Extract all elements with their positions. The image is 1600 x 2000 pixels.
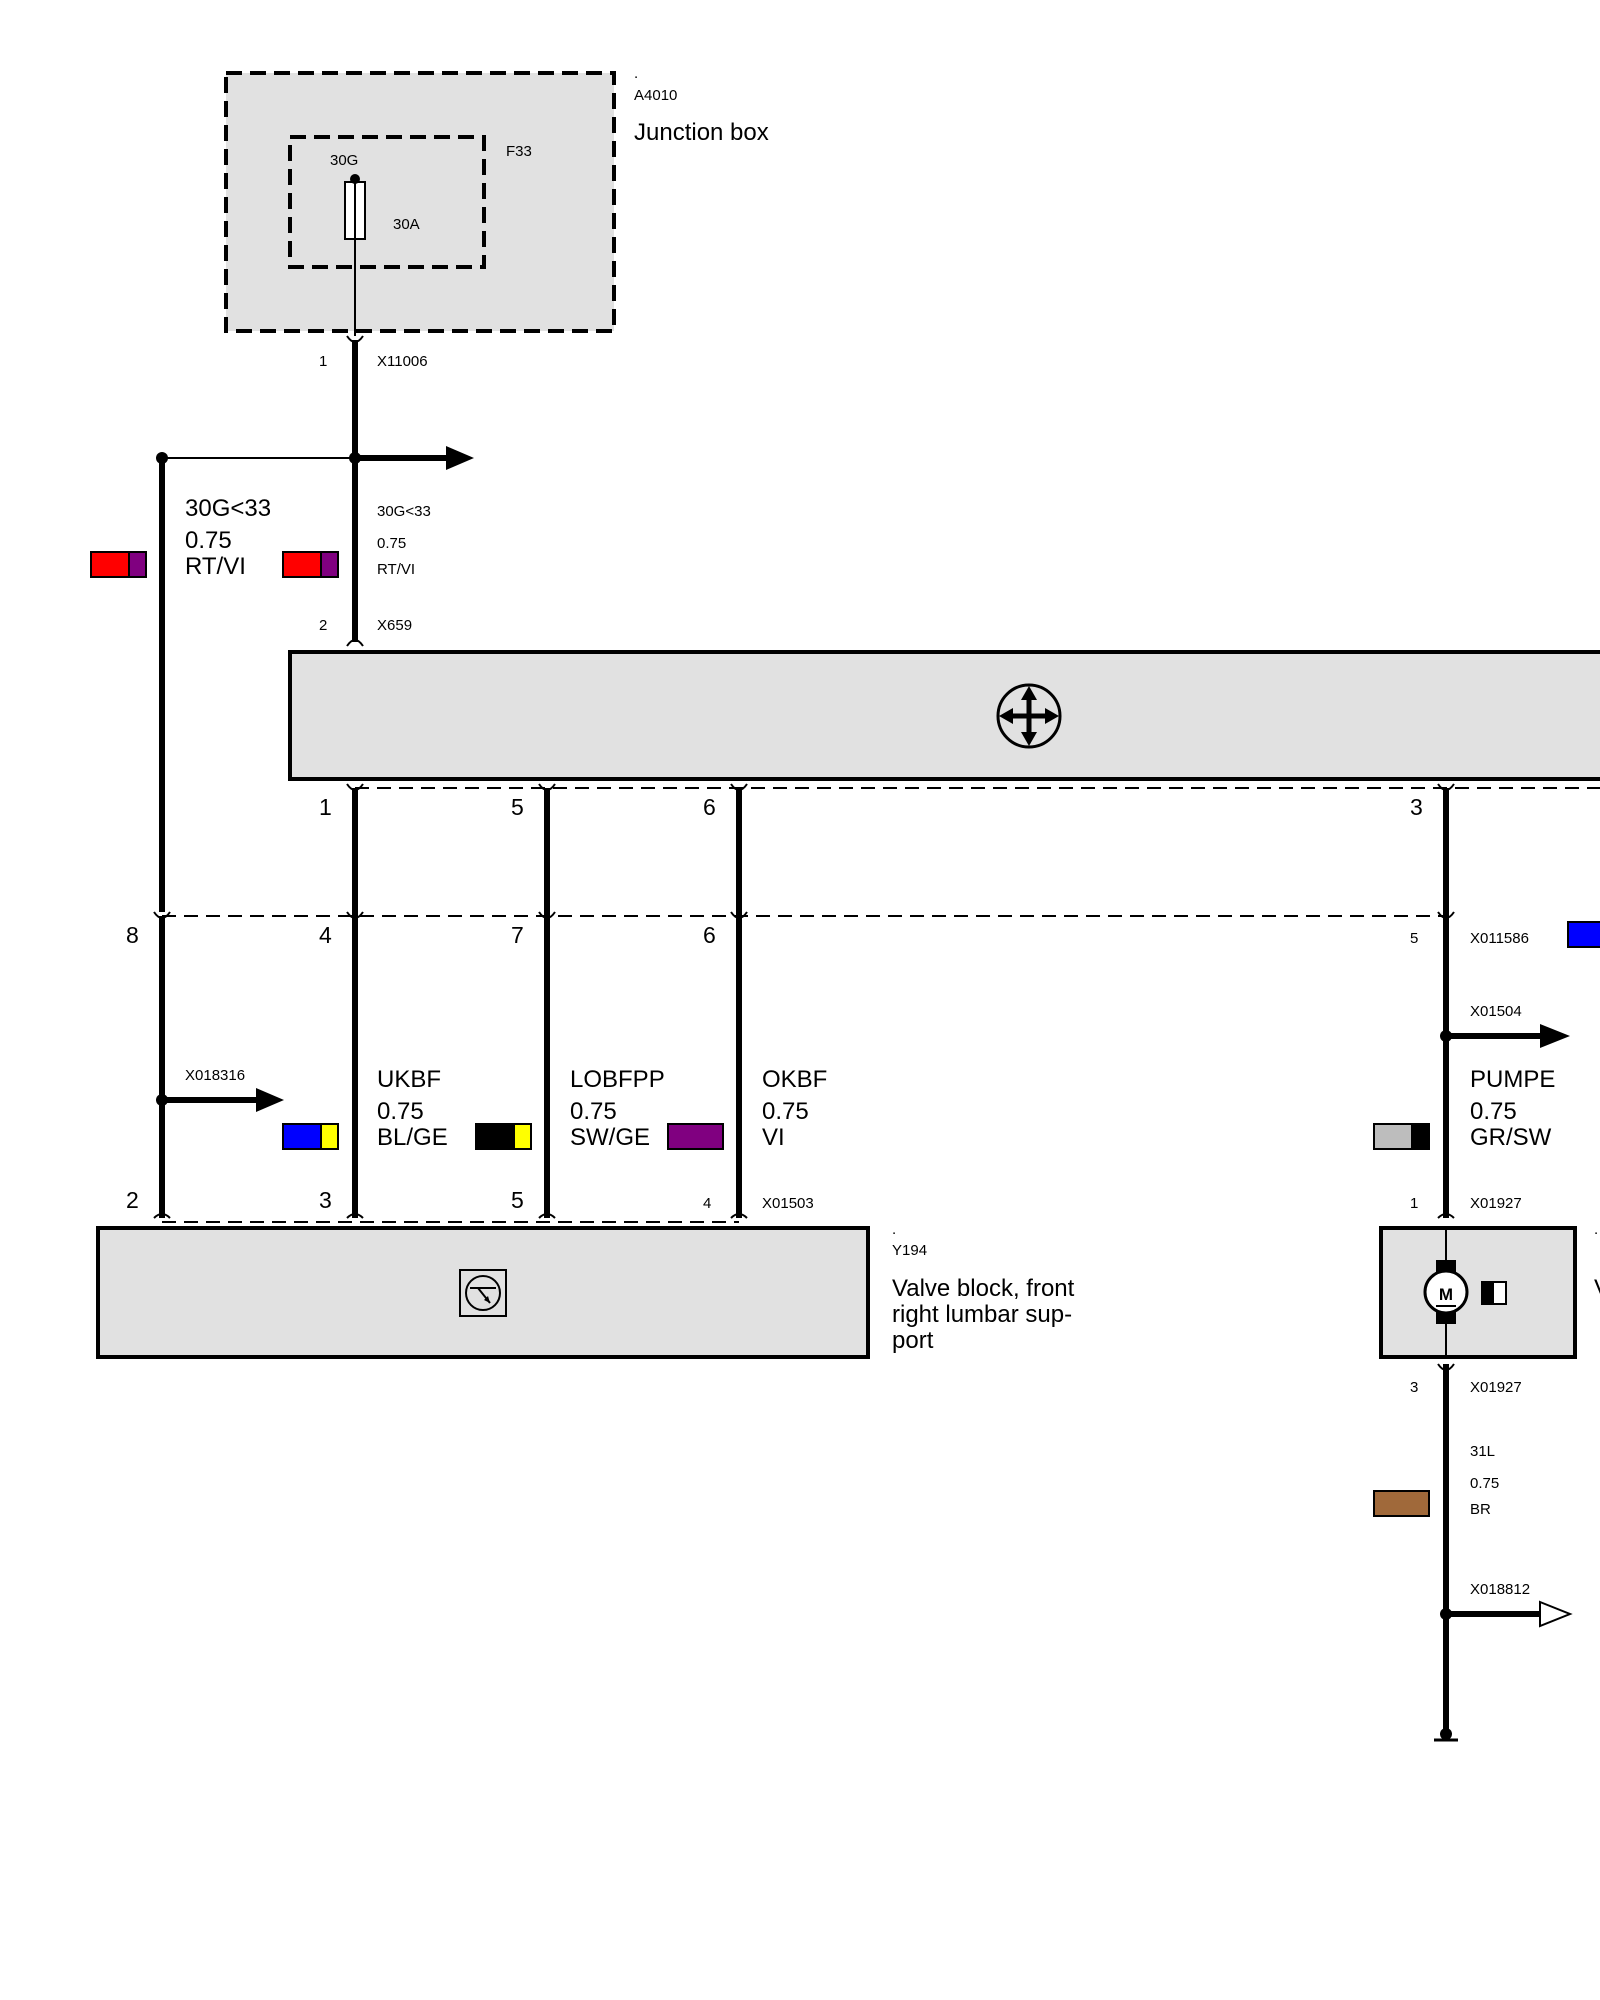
ic-pin-8: 8 [126,922,139,948]
okbf-signal: OKBF [762,1066,827,1093]
valve-block-dot: . [892,1221,896,1238]
pump-box [1379,1226,1577,1359]
color-swatch-rt-vi-top [282,551,339,578]
splice-pump-label: X01504 [1470,1003,1522,1020]
fuse-terminal-dot [350,174,360,184]
valve-block-name-line1: Valve block, front [892,1275,1075,1302]
fuse-id-label: F33 [506,143,532,160]
color-swatch-gr-sw [1373,1123,1430,1150]
pump-pin-out: 3 [1410,1379,1418,1396]
okbf-color: VI [762,1124,785,1151]
ground-icon [1434,1728,1458,1742]
vb-connector-label: X01503 [762,1195,814,1212]
junction-box-id: A4010 [634,87,677,104]
color-swatch-bl-ge [282,1123,339,1150]
cu-pin-6: 6 [703,794,716,820]
wire-top-size: 0.75 [377,535,406,552]
pump-pin-in: 1 [1410,1195,1418,1212]
color-swatch-br [1373,1490,1430,1517]
junction-box-name: Junction box [634,119,769,146]
pump-connector-in: X01927 [1470,1195,1522,1212]
lobfpp-signal: LOBFPP [570,1066,665,1093]
color-swatch-bl-edge [1567,921,1600,948]
pump-edge-label: V [1594,1275,1600,1302]
connector-mark [346,639,364,647]
junction-box: 30G 30A F33 . A4010 Junction box [224,65,769,336]
vb-pin-2: 2 [126,1187,139,1213]
lobfpp-size: 0.75 [570,1098,617,1125]
color-swatch-rt-vi-left [90,551,147,578]
seat-adjust-arrows-icon [996,683,1062,749]
pumpe-size: 0.75 [1470,1098,1517,1125]
lobfpp-color: SW/GE [570,1124,650,1151]
pump-connector-out: X01927 [1470,1379,1522,1396]
wire-left-signal: 30G<33 [185,495,271,522]
pump-edge-dot: . [1594,1221,1598,1238]
jb-pin-label: 1 [319,353,327,370]
ic-pin-6: 6 [703,922,716,948]
splice-left-label: X018316 [185,1067,245,1084]
jb-connector-label: X11006 [377,353,428,370]
wire-left-color: RT/VI [185,553,246,580]
wire-top-signal: 30G<33 [377,503,431,520]
color-swatch-vi [667,1123,724,1150]
fuse-rating-label: 30A [393,216,420,233]
x659-pin-label: 2 [319,617,327,634]
ic-pin-7: 7 [511,922,524,948]
fuse-holder-outline [288,135,486,269]
junction-box-dot: . [634,65,638,82]
vb-pin-5: 5 [511,1187,524,1213]
ic-pin-4: 4 [319,922,332,948]
ground-splice-label: X018812 [1470,1581,1530,1598]
arrow-right-icon [162,1088,284,1112]
ground-signal: 31L [1470,1443,1495,1460]
x659-connector-label: X659 [377,617,412,634]
ukbf-color: BL/GE [377,1124,448,1151]
wire-left-size: 0.75 [185,527,232,554]
wire-top-color: RT/VI [377,561,415,578]
color-swatch-sw-ge [475,1123,532,1150]
control-unit-box [288,650,1600,781]
arrow-right-icon [1446,1024,1570,1048]
junction-box-outline [224,71,616,333]
valve-block-id: Y194 [892,1242,927,1259]
ukbf-signal: UKBF [377,1066,441,1093]
ic-id-label: X011586 [1470,930,1529,947]
ic-pin-5: 5 [1410,930,1418,947]
vb-pin-4: 4 [703,1195,711,1212]
arrow-right-icon [1446,1600,1573,1628]
vb-pin-3: 3 [319,1187,332,1213]
valve-block-name-line3: port [892,1327,934,1354]
ground-color: BR [1470,1501,1491,1518]
valve-symbol-icon [459,1269,507,1317]
cu-pin-5: 5 [511,794,524,820]
pumpe-color: GR/SW [1470,1124,1552,1151]
fuse-terminal-label: 30G [330,152,358,169]
cu-pin-1: 1 [319,794,332,820]
ukbf-size: 0.75 [377,1098,424,1125]
pumpe-signal: PUMPE [1470,1066,1555,1093]
valve-block-name-line2: right lumbar sup- [892,1301,1072,1328]
connector-icon [1481,1281,1507,1305]
motor-m-icon: M [1423,1269,1469,1315]
okbf-size: 0.75 [762,1098,809,1125]
arrow-right-icon [355,446,474,470]
valve-block-box [96,1226,870,1359]
motor-letter: M [1439,1285,1453,1304]
cu-pin-3: 3 [1410,794,1423,820]
ground-size: 0.75 [1470,1475,1499,1492]
